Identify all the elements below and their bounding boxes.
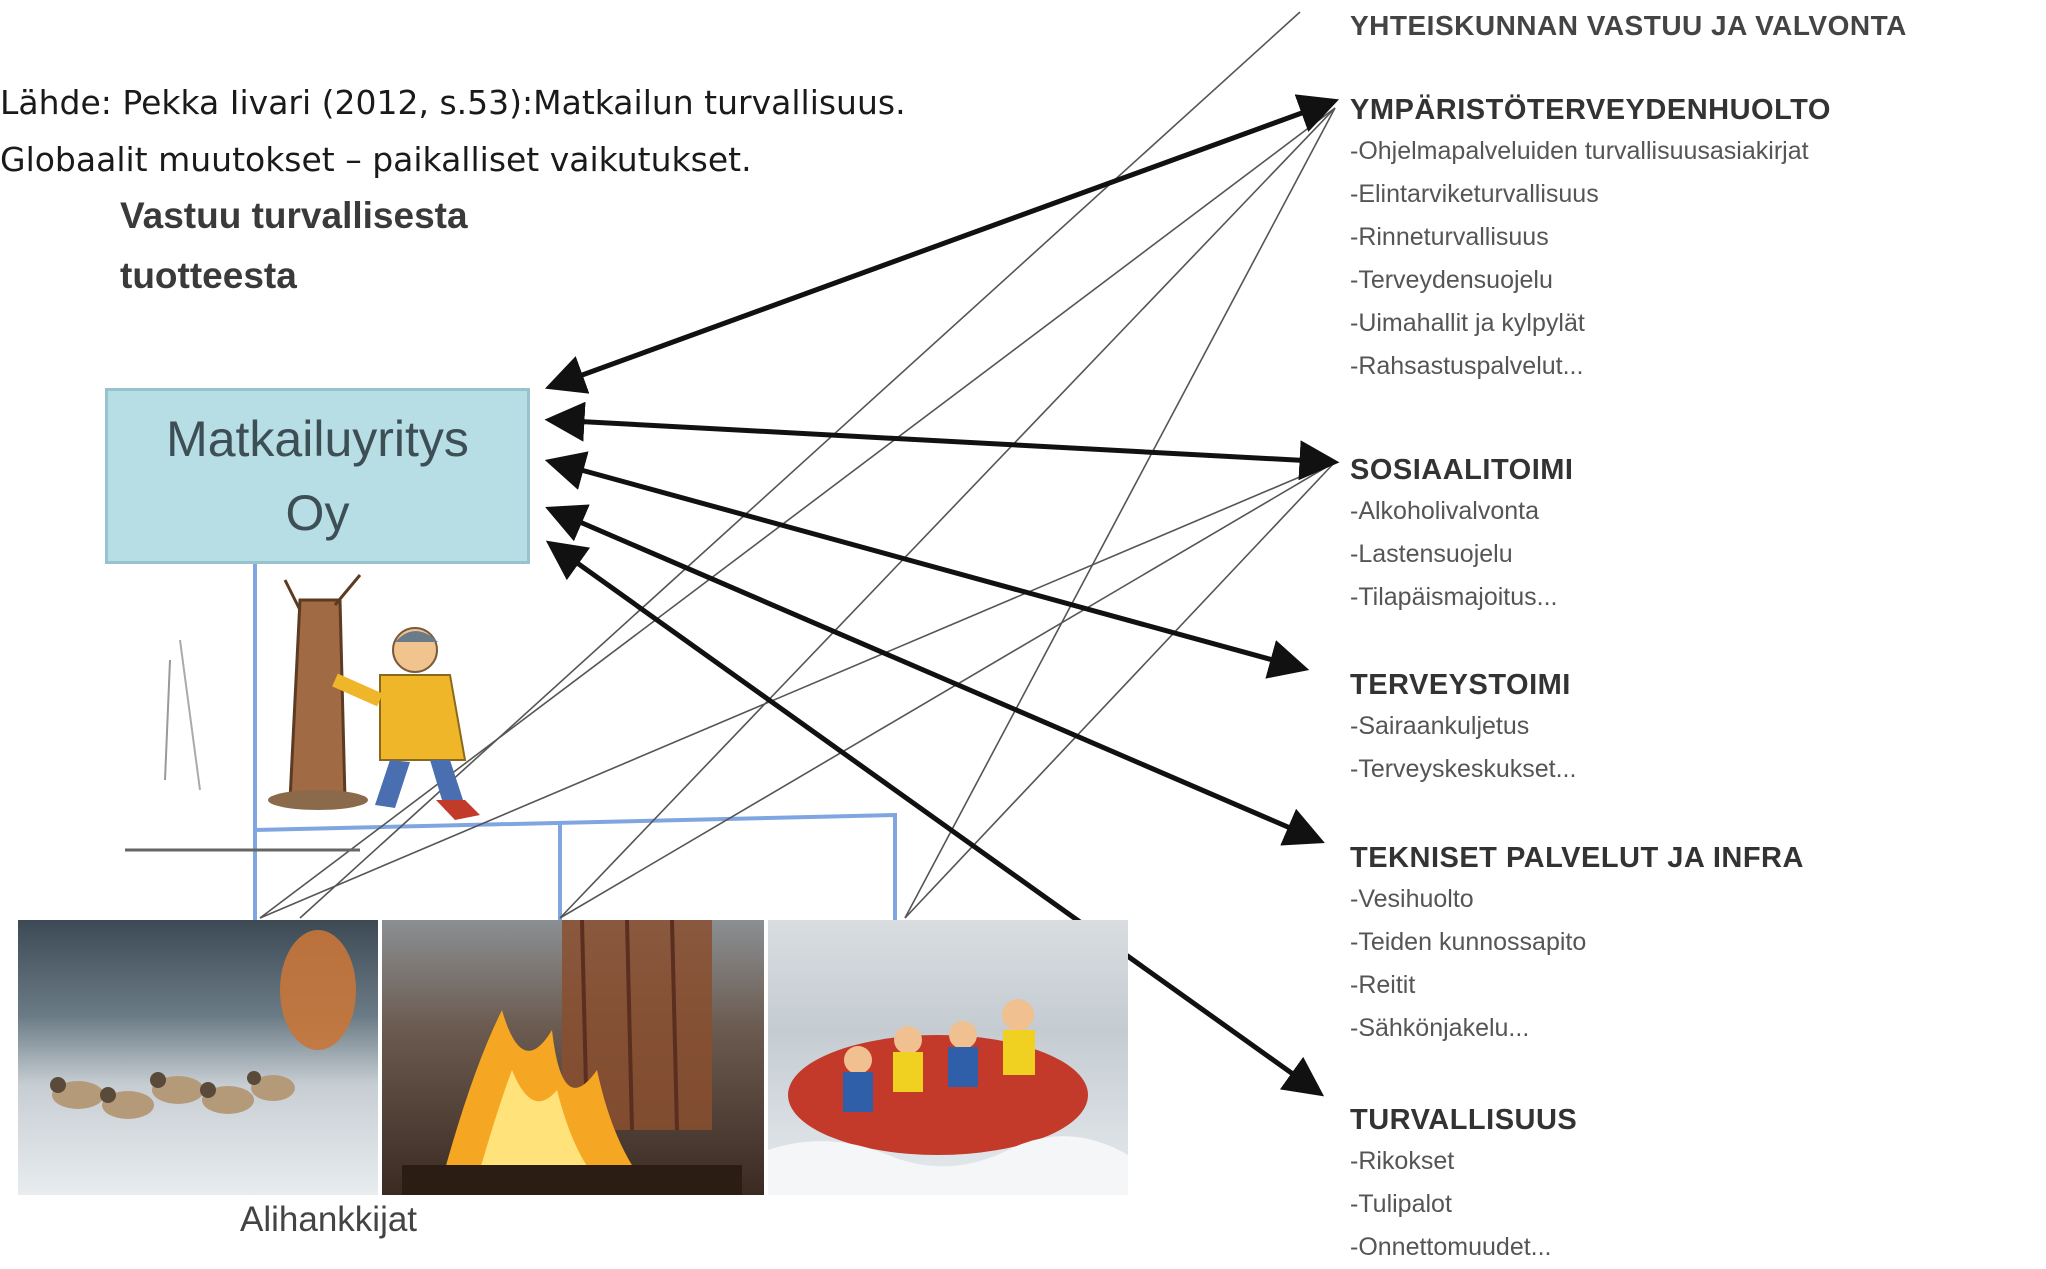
- company-name-line-1: Matkailuyritys: [166, 411, 469, 467]
- list-item: -Sähkönjakelu...: [1350, 1014, 1530, 1042]
- group-environmental-health: YMPÄRISTÖTERVEYDENHUOLTO -Ohjelmapalvelu…: [1350, 90, 2040, 388]
- list-item: -Tulipalot: [1350, 1190, 1452, 1218]
- group-heading: YMPÄRISTÖTERVEYDENHUOLTO: [1350, 94, 1831, 126]
- campfire-scene: [402, 920, 742, 1195]
- company-name-line-2: Oy: [285, 485, 350, 541]
- group-health-services: TERVEYSTOIMI -Sairaankuljetus -Terveyske…: [1350, 665, 2040, 791]
- society-title: YHTEISKUNNAN VASTUU JA VALVONTA: [1350, 10, 1907, 41]
- photo-rafting: [768, 920, 1128, 1195]
- arrow-social-services: [544, 401, 1340, 481]
- list-item: -Sairaankuljetus: [1350, 712, 1530, 740]
- rafting-scene: [768, 999, 1128, 1195]
- source-citation: Lähde: Pekka Iivari (2012, s.53):Matkail…: [0, 74, 906, 188]
- list-item: -Tilapäismajoitus...: [1350, 583, 1558, 611]
- source-line-1: Lähde: Pekka Iivari (2012, s.53):Matkail…: [0, 83, 906, 122]
- list-item: -Rahsastuspalvelut...: [1350, 352, 1584, 380]
- list-item: -Uimahallit ja kylpylät: [1350, 309, 1585, 337]
- list-item: -Onnettomuudet...: [1350, 1233, 1552, 1261]
- responsibility-line-1: Vastuu turvallisesta: [120, 195, 468, 236]
- arrow-health-services: [544, 451, 1310, 679]
- list-item: -Reitit: [1350, 971, 1416, 999]
- group-heading: SOSIAALITOIMI: [1350, 454, 1574, 486]
- responsibility-heading: Vastuu turvallisesta tuotteesta: [120, 186, 468, 306]
- arrow-safety: [545, 540, 1325, 1097]
- arrow-environmental-health: [544, 94, 1340, 394]
- arrow-technical-services: [545, 504, 1325, 846]
- dog-sled-scene: [50, 930, 356, 1119]
- list-item: -Terveyskeskukset...: [1350, 755, 1577, 783]
- group-social-services: SOSIAALITOIMI -Alkoholivalvonta -Lastens…: [1350, 450, 2040, 619]
- subcontractors-label: Alihankkijat: [240, 1200, 418, 1239]
- photo-campfire: [382, 920, 764, 1195]
- list-item: -Rikokset: [1350, 1147, 1455, 1175]
- authorities-column: YHTEISKUNNAN VASTUU JA VALVONTA YMPÄRIST…: [1350, 10, 2040, 1261]
- list-item: -Elintarviketurvallisuus: [1350, 180, 1599, 208]
- photo-dog-sled: [18, 920, 378, 1195]
- list-item: -Alkoholivalvonta: [1350, 497, 1539, 525]
- source-line-2: Globaalit muutokset – paikalliset vaikut…: [0, 140, 752, 179]
- group-heading: TEKNISET PALVELUT JA INFRA: [1350, 842, 1804, 874]
- list-item: -Rinneturvallisuus: [1350, 223, 1549, 251]
- group-technical-services: TEKNISET PALVELUT JA INFRA -Vesihuolto -…: [1350, 838, 2040, 1050]
- company-box: Matkailuyritys Oy: [105, 388, 530, 564]
- list-item: -Vesihuolto: [1350, 885, 1474, 913]
- responsibility-arrows: [544, 94, 1340, 1097]
- group-heading: TERVEYSTOIMI: [1350, 669, 1571, 701]
- group-safety: TURVALLISUUS -Rikokset -Tulipalot -Onnet…: [1350, 1100, 2040, 1269]
- list-item: -Lastensuojelu: [1350, 540, 1513, 568]
- list-item: -Teiden kunnossapito: [1350, 928, 1587, 956]
- list-item: -Ohjelmapalveluiden turvallisuusasiakirj…: [1350, 137, 1809, 165]
- responsibility-line-2: tuotteesta: [120, 255, 297, 296]
- list-item: -Terveydensuojelu: [1350, 266, 1553, 294]
- group-heading: TURVALLISUUS: [1350, 1104, 1578, 1136]
- cartoon-illustration: [125, 574, 480, 852]
